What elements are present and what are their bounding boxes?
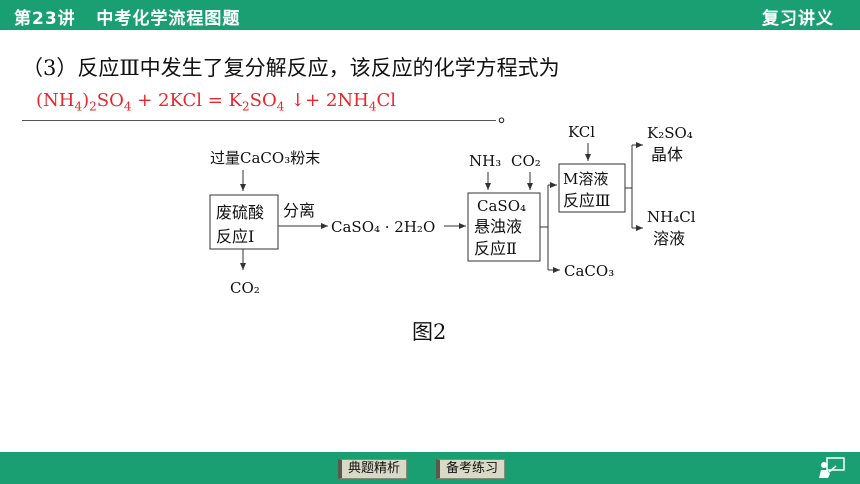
reactor-1-line2: 反应Ⅰ <box>216 227 254 246</box>
presenter-icon[interactable] <box>818 456 846 480</box>
nh4cl-line2: 溶液 <box>653 229 685 248</box>
reactor-1-line1: 废硫酸 <box>216 203 264 222</box>
question-text: （3）反应Ⅲ中发生了复分解反应，该反应的化学方程式为 <box>22 56 560 80</box>
answer-blank-line <box>22 120 496 121</box>
caco3-label: CaCO₃ <box>564 262 614 280</box>
nav-example-button[interactable]: 典题精析 <box>338 459 408 479</box>
kcl-label: KCl <box>568 123 595 141</box>
separate-label: 分离 <box>283 201 315 220</box>
co2-out-label: CO₂ <box>230 279 260 297</box>
reactor-2-line2: 悬浊液 <box>474 217 522 236</box>
co2-in-label: CO₂ <box>511 152 541 170</box>
feed-label: 过量CaCO₃粉末 <box>210 149 320 167</box>
header-bar: 第23讲 中考化学流程图题 复习讲义 <box>0 0 860 30</box>
intermediate-label: CaSO₄ · 2H₂O <box>331 218 435 236</box>
k2so4-line1: K₂SO₄ <box>647 124 693 142</box>
reactor-2-line1: CaSO₄ <box>477 197 526 215</box>
answer-period: 。 <box>498 106 516 127</box>
figure-caption: 图2 <box>412 320 447 344</box>
reactor-2-line3: 反应Ⅱ <box>474 239 517 258</box>
lesson-title: 第23讲 中考化学流程图题 <box>14 9 241 29</box>
k2so4-line2: 晶体 <box>651 145 683 164</box>
nav-practice-button[interactable]: 备考练习 <box>436 459 506 479</box>
nh3-label: NH₃ <box>469 152 501 170</box>
answer-equation: (NH4)2SO4 + 2KCl = K2SO4 ↓+ 2NH4Cl <box>36 90 397 114</box>
reactor-3-line2: 反应Ⅲ <box>563 191 610 210</box>
nh4cl-line1: NH₄Cl <box>647 208 696 226</box>
section-title: 复习讲义 <box>762 9 834 29</box>
reactor-3-line1: M溶液 <box>563 170 608 188</box>
footer-bar <box>0 452 860 484</box>
reactor-1-box <box>209 194 279 250</box>
